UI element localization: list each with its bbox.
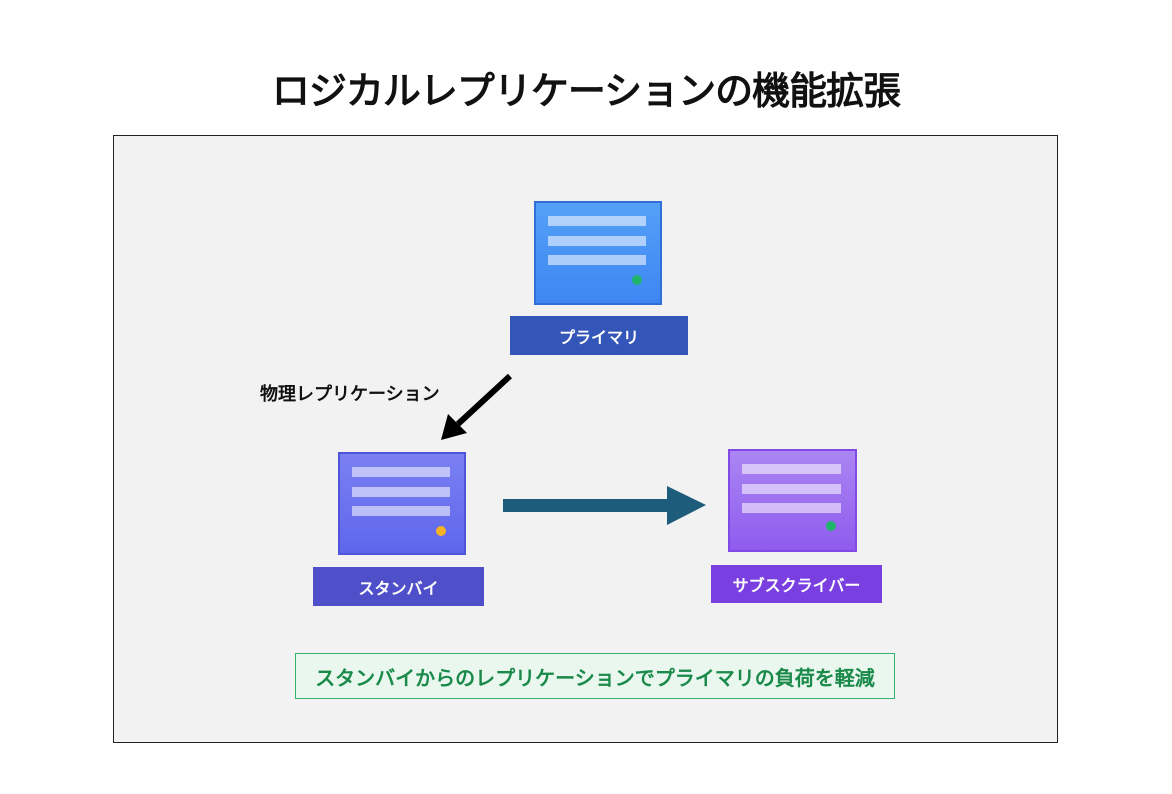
standby-label: スタンバイ [313,567,484,606]
diagram-title: ロジカルレプリケーションの機能拡張 [271,69,901,113]
subscriber-label: サブスクライバー [711,565,882,603]
server-slot [548,236,646,246]
primary-server-icon [534,201,662,305]
logical-replication-arrow [503,486,706,525]
server-slot [742,464,841,474]
server-slot [742,484,841,494]
standby-server-icon [338,452,466,555]
primary-label: プライマリ [510,316,688,355]
server-slot [548,255,646,265]
status-dot [826,521,836,531]
server-slot [352,467,450,477]
server-slot [352,487,450,497]
server-slot [548,216,646,226]
server-slot [742,503,841,513]
physical-replication-label: 物理レプリケーション [260,384,440,405]
physical-replication-arrow [441,373,513,440]
status-dot [436,526,446,536]
subscriber-server-icon [728,449,857,552]
status-dot [632,275,642,285]
note-box: スタンバイからのレプリケーションでプライマリの負荷を軽減 [295,653,895,699]
server-slot [352,506,450,516]
